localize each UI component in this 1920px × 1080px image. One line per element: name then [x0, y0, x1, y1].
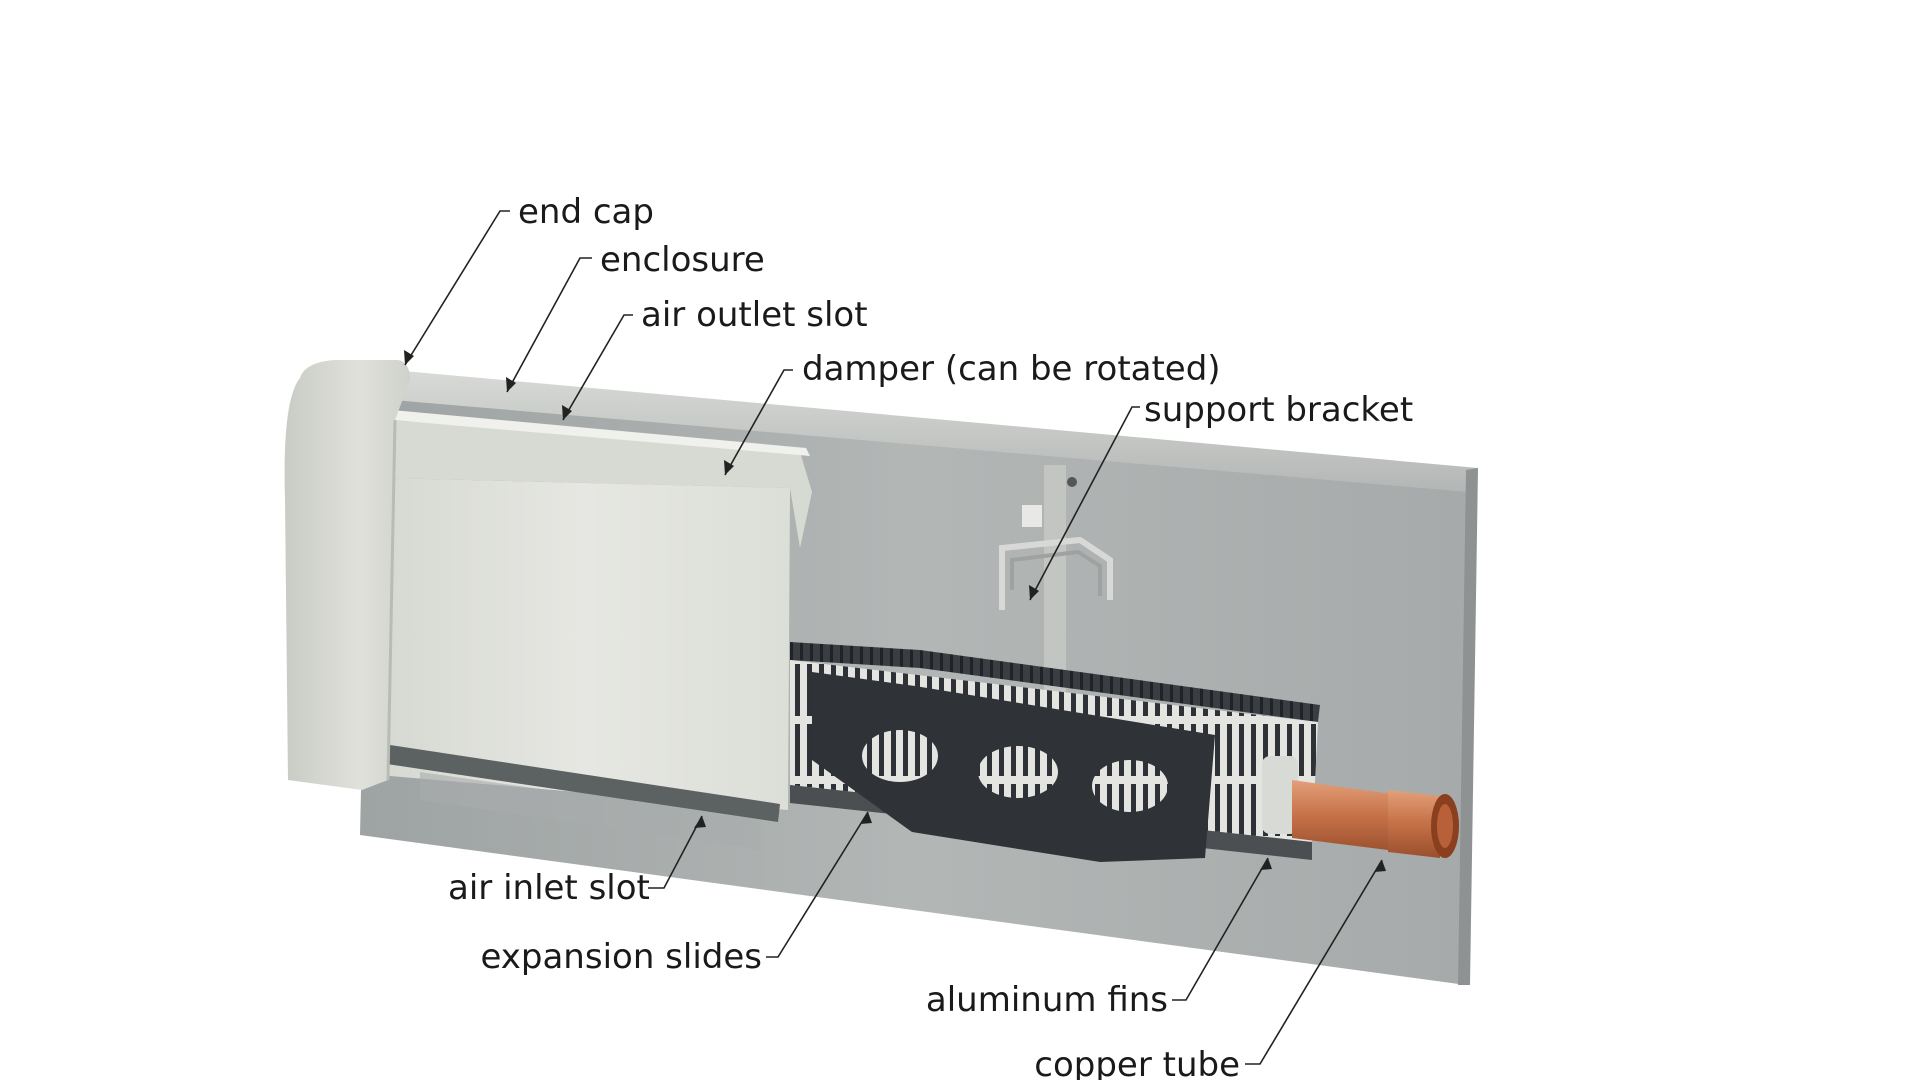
label-enclosure: enclosure [600, 240, 765, 280]
label-copper-tube: copper tube [1034, 1045, 1240, 1080]
air-inlet-slot-shape [360, 742, 780, 822]
leader-air-inlet-slot [648, 815, 703, 889]
label-air-inlet-slot: air inlet slot [448, 868, 650, 908]
leader-expansion-slides [766, 811, 869, 958]
back-panel-edge [1458, 468, 1478, 985]
leader-lines [404, 210, 1383, 1065]
leader-arrowheads [404, 350, 1386, 872]
copper-tube-shape [1262, 756, 1459, 858]
label-air-outlet-slot: air outlet slot [641, 295, 868, 335]
label-aluminum-fins: aluminum fins [925, 980, 1168, 1020]
leader-end-cap [404, 210, 510, 366]
end-cap-shape [284, 360, 410, 790]
leader-copper-tube [1245, 859, 1383, 1065]
label-end-cap: end cap [518, 192, 654, 232]
leader-support-bracket [1029, 406, 1140, 601]
label-expansion-slides: expansion slides [480, 937, 762, 977]
expansion-slide-shape [812, 672, 1215, 862]
leader-damper [724, 369, 793, 476]
leader-enclosure [506, 257, 592, 393]
leader-aluminum-fins [1172, 857, 1269, 1001]
label-support-bracket: support bracket [1144, 390, 1414, 430]
damper-shape [385, 420, 812, 548]
support-bracket-shape [999, 465, 1113, 765]
top-lip [370, 368, 1478, 492]
leader-air-outlet-slot [562, 314, 633, 421]
front-panel [378, 478, 790, 810]
label-damper: damper (can be rotated) [802, 349, 1221, 389]
